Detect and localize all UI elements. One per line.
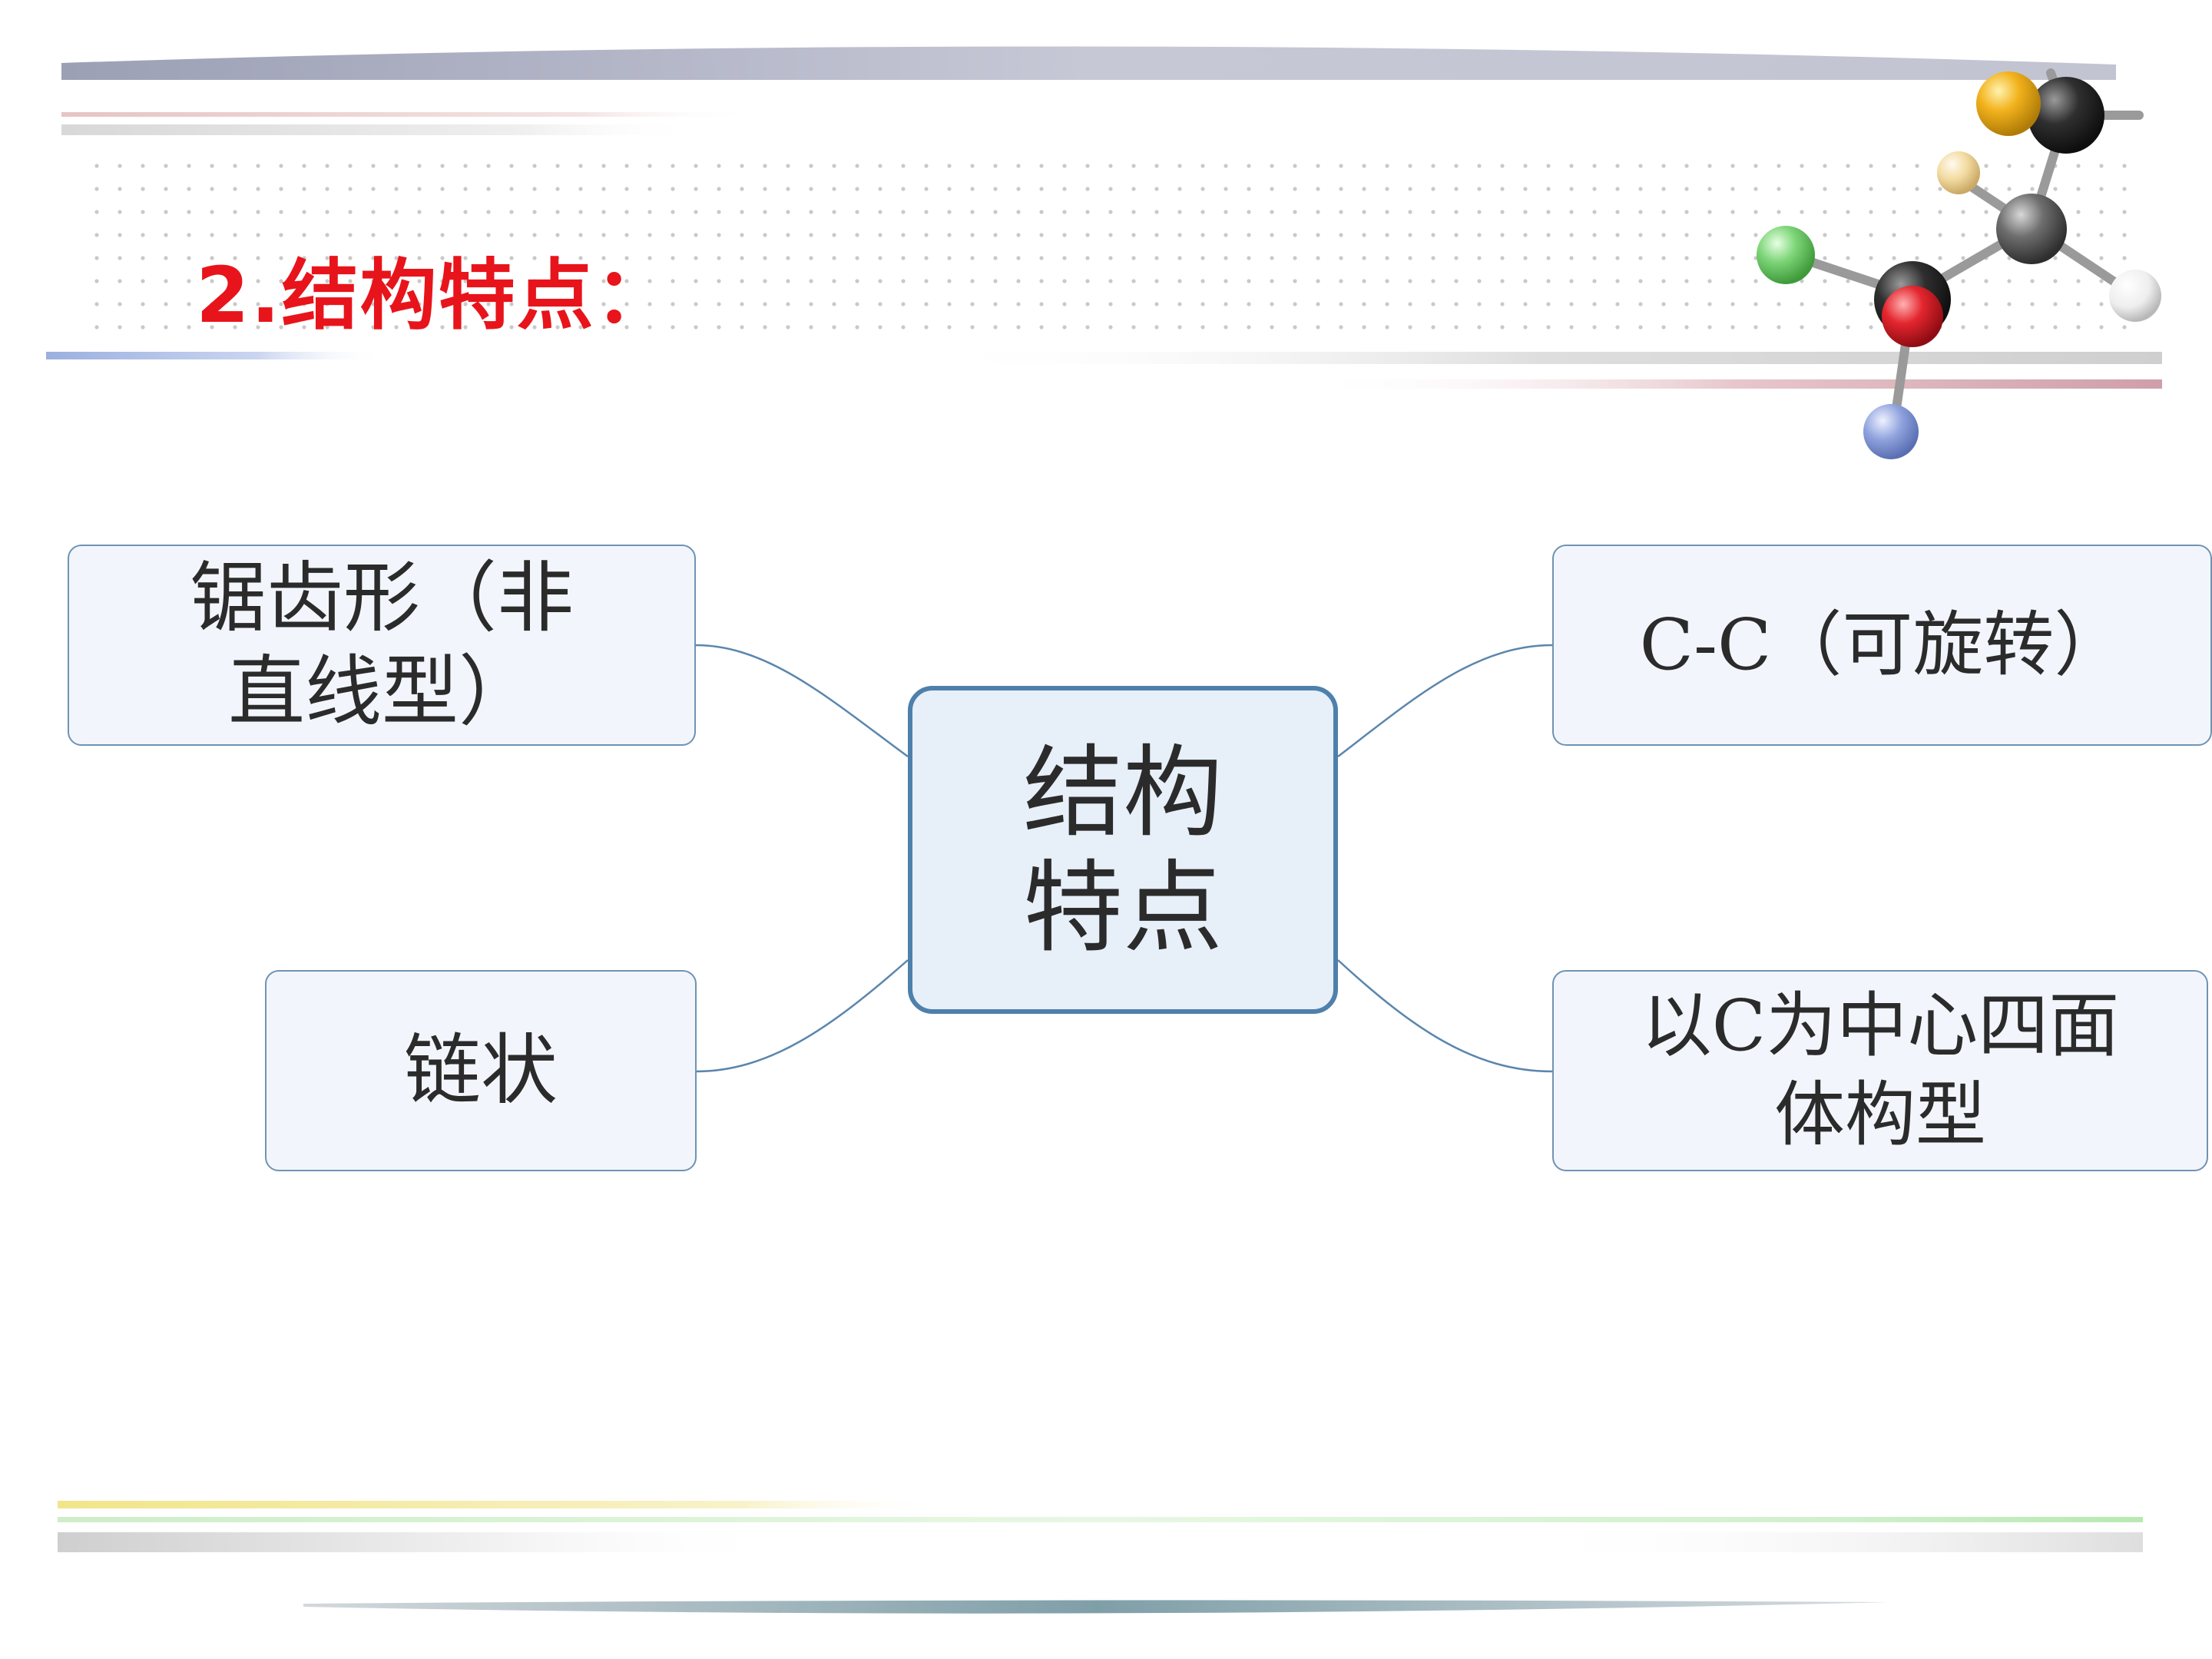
node-chain: 链状 (265, 970, 697, 1171)
connector-bottom-left (695, 959, 909, 1073)
bottom-yellow-stripe (58, 1501, 1425, 1508)
top-banner (61, 46, 2116, 80)
node-zigzag-line2: 直线型） (228, 647, 535, 737)
center-node: 结构 特点 (908, 686, 1338, 1014)
bottom-banner (303, 1600, 1889, 1614)
bottom-gray-stripe (58, 1532, 2143, 1552)
top-gray-stripe (61, 124, 1214, 135)
connector-top-left (695, 644, 909, 758)
node-tetrahedral-line1: 以C为中心四面 (1641, 985, 2120, 1067)
right-gray-stripe (922, 352, 2162, 364)
node-zigzag-line1: 锯齿形（非 (190, 553, 574, 643)
molecule-icon (1757, 68, 2161, 459)
bottom-green-stripe (58, 1517, 2143, 1522)
node-tetrahedral: 以C为中心四面 体构型 (1552, 970, 2208, 1171)
right-pink-stripe (1306, 379, 2162, 389)
node-zigzag: 锯齿形（非 直线型） (68, 545, 696, 746)
center-node-line2: 特点 (1022, 849, 1223, 966)
node-tetrahedral-line2: 体构型 (1773, 1074, 1986, 1156)
page-title: 2.结构特点： (196, 250, 674, 340)
title-underline (46, 352, 891, 359)
node-cc-rotation-label: C-C（可旋转） (1639, 604, 2125, 686)
node-chain-label: 链状 (404, 1025, 558, 1115)
center-node-line1: 结构 (1022, 733, 1223, 851)
top-pink-stripe (61, 112, 1214, 117)
node-cc-rotation: C-C（可旋转） (1552, 545, 2212, 746)
connector-bottom-right (1337, 959, 1553, 1073)
connectors (695, 644, 1553, 1073)
connector-top-right (1337, 644, 1553, 757)
